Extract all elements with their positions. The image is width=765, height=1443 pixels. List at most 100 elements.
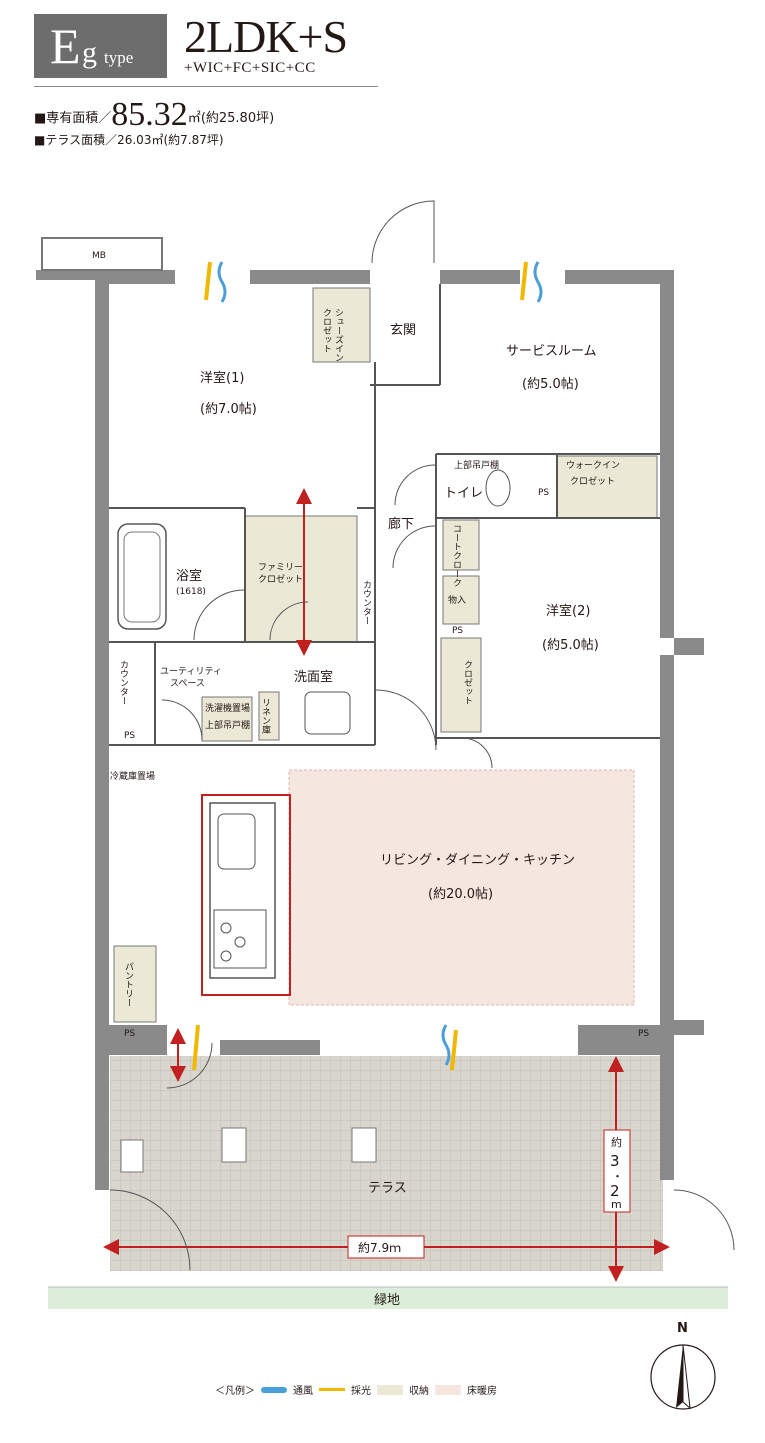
upper-cabinet2-label: 上部吊戸棚 — [205, 719, 250, 731]
compass-north: N — [677, 1321, 688, 1336]
ldk-size: (約20.0帖) — [428, 887, 493, 902]
utility-label-2: スペース — [170, 679, 205, 689]
wall-east-lower — [660, 655, 674, 1035]
ps-label-5: PS — [638, 1029, 649, 1039]
service-room-label: サービスルーム — [506, 344, 597, 359]
terrace-area: ■テラス面積／26.03㎡(約7.87坪) — [34, 133, 224, 147]
legend-light: 採光 — [351, 1386, 371, 1397]
type-word: type — [104, 48, 134, 67]
storage-closet — [442, 575, 480, 625]
washer-label: 洗濯機置場 — [205, 702, 250, 714]
shoes-in-label: シューズイン — [333, 308, 344, 362]
coat-cloak — [442, 519, 480, 571]
walls — [36, 270, 704, 1190]
legend-title: ＜凡例＞ — [215, 1386, 255, 1397]
upper-cabinet-label: 上部吊戸棚 — [454, 459, 499, 471]
ldk-label: リビング・ダイニング・キッチン — [380, 853, 575, 868]
wall-south-2 — [220, 1040, 320, 1055]
exclusive-area: ■専有面積／85.32㎡(約25.80坪) — [34, 96, 274, 134]
depth-dim-4: 2 — [610, 1182, 620, 1200]
walk-in-closet — [556, 455, 658, 519]
shoes-closet-label: クロゼット — [321, 308, 332, 353]
area-value: 85.32 — [111, 96, 188, 133]
bathtub — [117, 523, 167, 630]
mb-label: MB — [92, 251, 106, 261]
ps-label-1: PS — [538, 488, 549, 498]
depth-dim-5: m — [611, 1198, 622, 1211]
type-letter: E — [50, 18, 81, 74]
toilet-fixture — [485, 469, 511, 507]
shoes-closet — [312, 287, 371, 363]
floor-heating-area — [288, 769, 635, 1006]
walk-in-label-2: クロゼット — [570, 475, 615, 487]
closet-label: クロゼット — [462, 660, 473, 705]
counter-label-2: カウンター — [118, 660, 129, 705]
western2-size: (約5.0帖) — [542, 638, 599, 653]
wall-north-3 — [440, 270, 520, 284]
terrace-label: テラス — [368, 1181, 407, 1196]
ps-label-3: PS — [124, 731, 135, 741]
legend-floor-heating: 床暖房 — [467, 1386, 497, 1397]
walk-in-label-1: ウォークイン — [566, 460, 620, 471]
compass-needle — [676, 1345, 683, 1408]
plan-extra: +WIC+FC+SIC+CC — [184, 60, 316, 76]
western1-size: (約7.0帖) — [200, 402, 257, 417]
wall-east-notch — [674, 638, 704, 655]
width-dimension-box — [347, 1235, 425, 1259]
utility-label-1: ユーティリティ — [160, 666, 222, 677]
wall-north-4 — [565, 270, 674, 284]
storage-label: 物入 — [448, 594, 466, 606]
coat-cloak-label: コートクローク — [451, 524, 461, 587]
plan-name: 2LDK+S — [184, 11, 348, 62]
counter-label-1: カウンター — [361, 580, 372, 625]
area-prefix: ■専有面積／ — [34, 111, 112, 126]
wall-west — [95, 270, 109, 1190]
mb-box — [41, 237, 163, 271]
ps-label-4: PS — [124, 1029, 135, 1039]
linen-storage — [258, 691, 280, 741]
washbasin — [304, 691, 351, 735]
western1-label: 洋室(1) — [200, 370, 244, 386]
wall-south-3 — [578, 1025, 674, 1055]
terrace-post-2 — [221, 1127, 247, 1163]
wall-north-2 — [250, 270, 370, 284]
family-closet-label-2: クロゼット — [258, 573, 303, 585]
wall-east-upper — [660, 270, 674, 638]
depth-dim-2: 3 — [610, 1152, 620, 1170]
wall-south-ext — [674, 1020, 704, 1035]
wall-north-1 — [95, 270, 175, 284]
floor-heat-swatch — [435, 1384, 461, 1395]
entrance-label: 玄関 — [390, 323, 416, 338]
terrace-post-1 — [120, 1139, 144, 1173]
bath-size: (1618) — [176, 587, 206, 597]
terrace-floor — [110, 1056, 663, 1271]
legend-storage: 収納 — [409, 1386, 429, 1397]
depth-dim-3: ・ — [612, 1170, 623, 1183]
wall-south-1 — [95, 1025, 167, 1055]
doors — [109, 200, 735, 1271]
type-sub: g — [82, 36, 97, 69]
green-label: 緑地 — [374, 1293, 400, 1308]
western2-label: 洋室(2) — [546, 603, 590, 619]
wall-north-ext — [36, 270, 96, 280]
area-tsubo: (約25.80坪) — [200, 111, 275, 126]
storage-swatch — [377, 1384, 403, 1395]
washer-space — [201, 696, 253, 742]
linen-label: リネン庫 — [260, 698, 271, 735]
kitchen-sink — [217, 813, 256, 870]
interior-walls — [109, 284, 660, 746]
type-badge: E g type — [34, 14, 167, 78]
closet-2 — [440, 637, 482, 733]
depth-dimension-box — [603, 1129, 631, 1213]
green-area — [48, 1287, 728, 1309]
bath-label: 浴室 — [176, 568, 202, 584]
cooktop — [213, 909, 267, 969]
ventilation-indicators — [192, 261, 543, 1071]
corridor-label: 廊下 — [388, 516, 414, 532]
service-room-size: (約5.0帖) — [522, 377, 579, 392]
fridge-label: 冷蔵庫置場 — [110, 770, 155, 782]
terrace-post-3 — [351, 1127, 377, 1163]
ps-label-2: PS — [452, 626, 463, 636]
depth-dim-1: 約 — [611, 1135, 622, 1149]
pantry-label: パントリー — [123, 962, 134, 1007]
